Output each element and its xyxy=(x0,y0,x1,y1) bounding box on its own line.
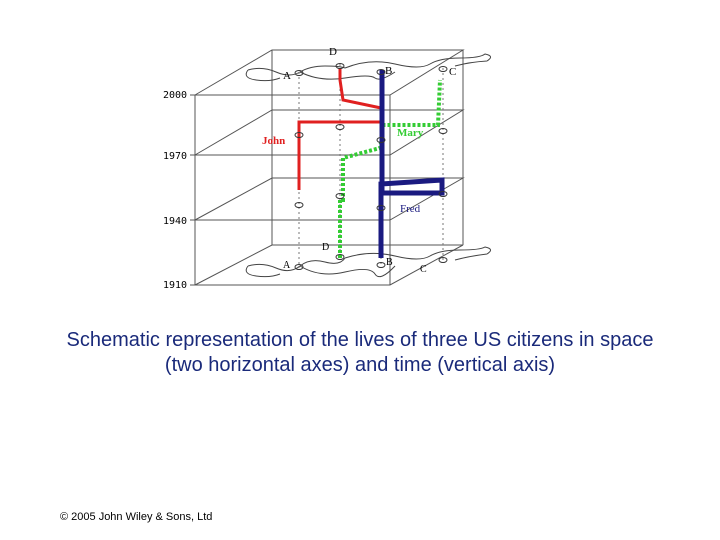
marker-bottom-a xyxy=(294,264,304,270)
place-label-top-c: C xyxy=(449,66,456,78)
place-label-bottom-d: D xyxy=(322,242,329,253)
year-label-1910: 1910 xyxy=(163,280,187,291)
marker-bottom-b xyxy=(376,262,386,268)
plane-1940 xyxy=(194,177,465,221)
marker-top-a xyxy=(294,70,304,76)
place-label-top-a: A xyxy=(283,70,291,82)
place-label-bottom-b: B xyxy=(386,257,393,268)
marker-top-d xyxy=(335,63,345,69)
place-label-bottom-a: A xyxy=(283,260,291,271)
time-planes xyxy=(193,49,465,286)
marker-top-b xyxy=(376,69,386,75)
place-markers xyxy=(294,63,448,270)
person-label-mary: Mary xyxy=(397,127,424,139)
place-projections xyxy=(298,64,444,268)
plane-1910 xyxy=(194,244,464,286)
space-time-cube-diagram: 2000 1970 1940 1910 xyxy=(163,46,491,291)
roads-bottom xyxy=(245,246,491,278)
year-label-1940: 1940 xyxy=(163,216,187,227)
place-label-bottom-c: C xyxy=(420,264,427,275)
figure-caption: Schematic representation of the lives of… xyxy=(66,329,654,376)
year-label-2000: 2000 xyxy=(163,90,187,101)
place-label-top-d: D xyxy=(329,46,337,58)
year-label-1970: 1970 xyxy=(163,151,187,162)
marker-bottom-c xyxy=(438,257,448,263)
copyright-notice: © 2005 John Wiley & Sons, Ltd xyxy=(60,511,213,523)
plane-2000 xyxy=(193,49,465,96)
place-label-top-b: B xyxy=(385,65,392,77)
person-label-fred: Fred xyxy=(400,203,421,215)
person-label-john: John xyxy=(262,135,285,147)
marker-top-c xyxy=(438,66,448,72)
plane-1970 xyxy=(193,109,465,156)
fred-life-path xyxy=(378,70,445,258)
year-ticks xyxy=(190,94,195,286)
marker-bottom-d xyxy=(335,254,345,260)
